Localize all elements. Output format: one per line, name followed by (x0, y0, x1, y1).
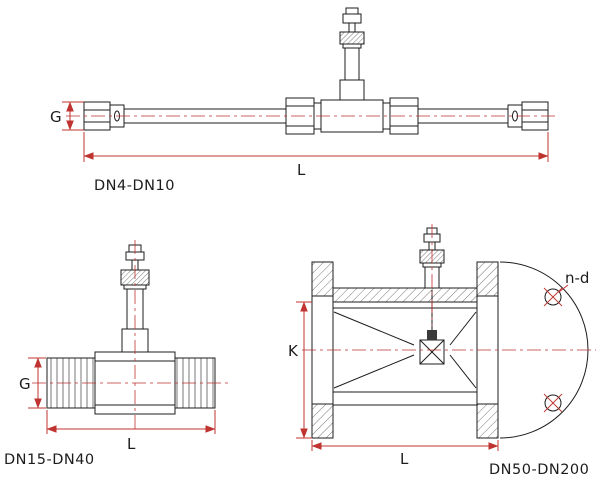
drawing-caption-dn15-dn40: DN15-DN40 (4, 452, 95, 468)
dimension-k: K (288, 301, 312, 439)
dimension-g: G (50, 101, 84, 131)
dimension-label-l: L (127, 435, 136, 453)
drawing-caption-dn50-dn200: DN50-DN200 (489, 462, 589, 478)
sensor-pickup-tip (427, 330, 437, 340)
dimension-l: L (311, 440, 499, 468)
drawing-dn4-dn10: G L DN4-DN10 (50, 7, 556, 194)
drawing-dn50-dn200: n-d K L DN50-DN200 (288, 224, 596, 478)
dimension-label-g: G (19, 375, 31, 393)
nd-annotation: n-d (558, 269, 589, 293)
dimension-label-g: G (50, 108, 62, 126)
dimension-label-k: K (288, 342, 299, 360)
top-section-band (332, 287, 478, 303)
drawing-dn15-dn40: G L DN15-DN40 (4, 240, 230, 468)
sensor-assembly (339, 7, 365, 101)
dimension-g: G (19, 357, 46, 409)
dimension-l: L (46, 410, 216, 453)
bolt-hole-bottom (543, 393, 563, 413)
dimension-label-l: L (297, 161, 306, 179)
dimension-label-nd: n-d (565, 269, 589, 287)
dimension-l: L (83, 132, 549, 179)
bolt-hole-top (543, 287, 563, 307)
dimension-label-l: L (400, 450, 409, 468)
drawing-caption-dn4-dn10: DN4-DN10 (94, 178, 175, 194)
